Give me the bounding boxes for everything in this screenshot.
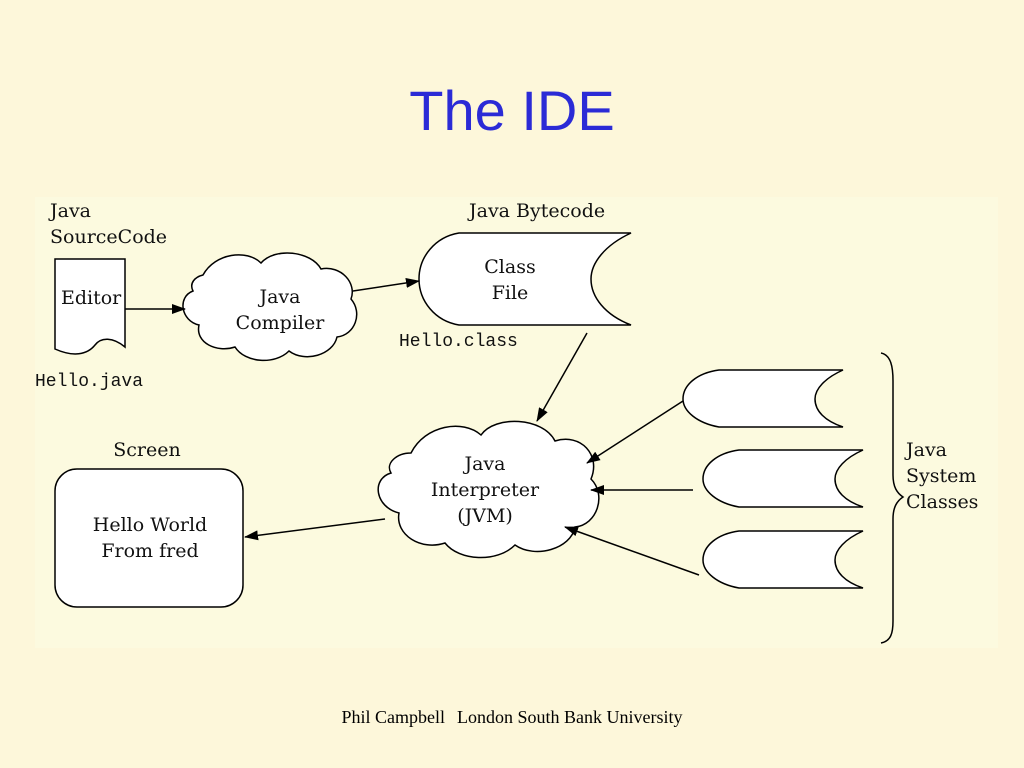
screen-output: Hello World From fred [75,512,225,564]
interpreter-to-screen-arrow [244,518,386,541]
compiler-to-classfile-arrow [352,278,420,292]
system-classes-brace [880,352,905,644]
system-classes-label-line3: Classes [906,491,979,513]
diagram-canvas [54,232,905,644]
system-class-file-1-shape [682,369,844,428]
interpreter-label-line3: (JVM) [457,505,513,527]
source-code-label-line2: SourceCode [50,226,168,248]
class-file-label: Class File [465,254,555,306]
interpreter-label: Java Interpreter (JVM) [425,451,545,529]
screen-label: Screen [113,439,181,461]
system-class-file-3-shape [702,530,864,589]
interpreter-cloud-shape [377,420,600,559]
ide-diagram: Java SourceCode Editor Hello.java Java C… [35,197,998,648]
screen-box-shape [54,468,244,608]
screen-output-line2: From fred [101,540,199,562]
class-file-label-line2: File [491,282,529,304]
footer-author: Phil Campbell [341,707,446,727]
compiler-label-line1: Java [259,286,301,308]
class-file-shape [418,232,632,326]
class-file-label-line1: Class [484,256,536,278]
slide-title: The IDE [409,79,615,142]
classfile-to-interpreter-arrow [536,332,588,422]
editor-label: Editor [61,287,122,309]
source-filename: Hello.java [35,372,144,392]
class-filename: Hello.class [399,332,518,352]
system-classes-label-line1: Java [906,439,948,461]
system-classes-label: Java System Classes [906,437,978,515]
interpreter-label-line1: Java [464,453,506,475]
compiler-label-line2: Compiler [235,312,325,334]
system-file-1-to-interpreter-arrow [586,400,684,464]
system-classes-label-line2: System [906,465,977,487]
compiler-label: Java Compiler [225,284,335,336]
editor-document-shape [54,258,126,355]
screen-output-line1: Hello World [92,514,208,536]
bytecode-label: Java Bytecode [469,200,606,222]
footer-organization: London South Bank University [457,707,683,727]
interpreter-label-line2: Interpreter [430,479,540,501]
source-code-label: Java SourceCode [50,198,167,250]
system-file-3-to-interpreter-arrow [564,526,700,576]
slide-footer: Phil Campbell London South Bank Universit… [0,707,1024,728]
system-class-file-2-shape [702,449,864,508]
source-code-label-line1: Java [50,200,92,222]
